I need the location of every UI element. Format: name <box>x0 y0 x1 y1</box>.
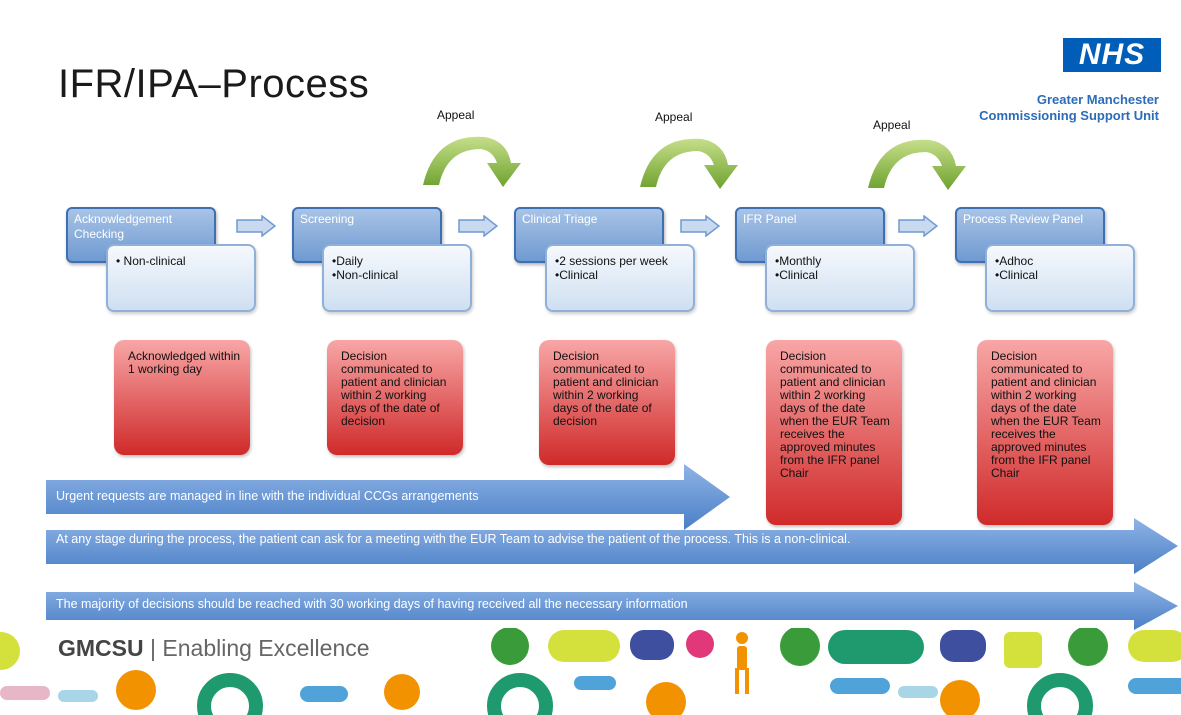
appeal-label-2: Appeal <box>655 110 693 124</box>
detail-line: •Clinical <box>995 268 1038 282</box>
detail-line: •Non-clinical <box>332 268 399 282</box>
next-arrow-icon <box>680 215 720 237</box>
next-arrow-icon <box>458 215 498 237</box>
organisation-line-2: Commissioning Support Unit <box>979 108 1159 123</box>
banner-arrow-decisions <box>46 582 1178 630</box>
detail-line: •Adhoc <box>995 254 1034 268</box>
step-detail-process-review: •Adhoc •Clinical <box>985 244 1135 312</box>
step-detail-screening: •Daily •Non-clinical <box>322 244 472 312</box>
detail-line: •Monthly <box>775 254 822 268</box>
organisation-name: Greater Manchester Commissioning Support… <box>979 92 1159 124</box>
step-detail-acknowledgement: • Non-clinical <box>106 244 256 312</box>
banner-arrow-meeting <box>46 518 1178 574</box>
footer-brand: GMCSU <box>58 635 144 661</box>
banner-decisions-text: The majority of decisions should be reac… <box>56 597 688 611</box>
nhs-logo: NHS <box>1063 38 1161 72</box>
detail-line: •Clinical <box>775 268 818 282</box>
appeal-label-3: Appeal <box>873 118 911 132</box>
footer-separator: | <box>150 635 156 661</box>
detail-line: •2 sessions per week <box>555 254 668 268</box>
banner-arrow-urgent <box>46 464 730 530</box>
detail-line: • Non-clinical <box>116 254 186 268</box>
organisation-line-1: Greater Manchester <box>1036 92 1159 107</box>
appeal-arrow-icon <box>423 136 521 187</box>
decision-box-3: Decision communicated to patient and cli… <box>539 340 675 465</box>
appeal-arrow-icon <box>868 139 966 190</box>
banner-meeting-text: At any stage during the process, the pat… <box>56 532 851 546</box>
detail-line: •Daily <box>332 254 363 268</box>
next-arrow-icon <box>898 215 938 237</box>
slide-title: IFR/IPA–Process <box>58 62 370 106</box>
decorative-pattern <box>0 628 1181 715</box>
footer-tagline: Enabling Excellence <box>162 635 370 661</box>
decision-box-4: Decision communicated to patient and cli… <box>766 340 902 525</box>
banner-urgent-text: Urgent requests are managed in line with… <box>56 489 479 503</box>
next-arrow-icon <box>236 215 276 237</box>
appeal-arrow-icon <box>640 138 738 189</box>
step-detail-ifr-panel: •Monthly •Clinical <box>765 244 915 312</box>
decision-box-5: Decision communicated to patient and cli… <box>977 340 1113 525</box>
footer-brand-line: GMCSU | Enabling Excellence <box>58 635 370 662</box>
detail-line: •Clinical <box>555 268 598 282</box>
decision-box-1: Acknowledged within 1 working day <box>114 340 250 455</box>
appeal-label-1: Appeal <box>437 108 475 122</box>
decision-box-2: Decision communicated to patient and cli… <box>327 340 463 455</box>
step-detail-clinical-triage: •2 sessions per week •Clinical <box>545 244 695 312</box>
